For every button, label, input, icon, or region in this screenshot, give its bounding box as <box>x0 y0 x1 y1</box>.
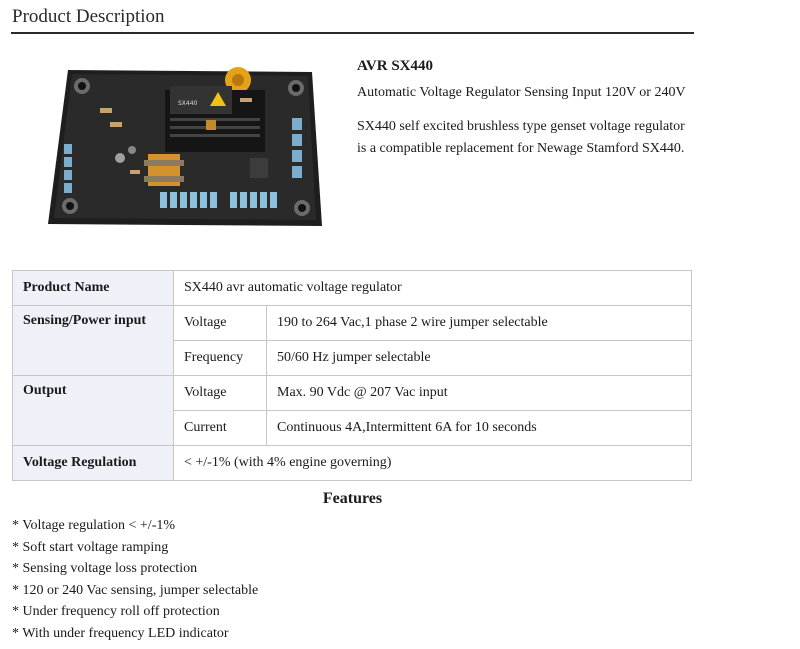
table-row: Current Continuous 4A,Intermittent 6A fo… <box>13 410 692 446</box>
cell-value: < +/-1% (with 4% engine governing) <box>173 445 692 481</box>
cell-value: Max. 90 Vdc @ 207 Vac input <box>266 375 692 411</box>
feature-item: * 120 or 240 Vac sensing, jumper selecta… <box>12 582 259 598</box>
cell-sublabel: Current <box>173 410 267 446</box>
table-row: Product Name SX440 avr automatic voltage… <box>12 270 692 306</box>
row-header: Voltage Regulation <box>12 445 174 481</box>
row-header: Output <box>12 375 174 446</box>
photo-label: SX440 <box>178 100 198 107</box>
features-list: * Voltage regulation < +/-1% * Soft star… <box>12 515 258 645</box>
title-divider <box>11 32 694 34</box>
product-model: AVR SX440 <box>357 58 433 74</box>
cell-value: 190 to 264 Vac,1 phase 2 wire jumper sel… <box>266 305 692 341</box>
feature-item: * With under frequency LED indicator <box>12 625 229 641</box>
cell-sublabel: Voltage <box>173 305 267 341</box>
feature-item: * Voltage regulation < +/-1% <box>12 518 176 533</box>
cell-value: Continuous 4A,Intermittent 6A for 10 sec… <box>266 410 692 446</box>
cell-sublabel: Voltage <box>173 375 267 411</box>
product-photo: SX440 <box>48 67 322 226</box>
spec-table: Product Name SX440 avr automatic voltage… <box>12 270 692 481</box>
product-summary: SX440 self excited brushless type genset… <box>357 119 685 156</box>
product-description: AVR SX440 Automatic Voltage Regulator Se… <box>357 55 687 172</box>
features-heading: Features <box>322 490 383 507</box>
product-subtitle: Automatic Voltage Regulator Sensing Inpu… <box>357 85 686 100</box>
table-row: Frequency 50/60 Hz jumper selectable <box>13 340 692 376</box>
row-header: Product Name <box>12 270 174 306</box>
table-row: Output Voltage Max. 90 Vdc @ 207 Vac inp… <box>12 375 692 446</box>
feature-item: * Under frequency roll off protection <box>12 604 220 620</box>
section-title: Product Description <box>12 6 165 27</box>
cell-sublabel: Frequency <box>173 340 267 376</box>
cell-value: SX440 avr automatic voltage regulator <box>173 270 692 306</box>
cell-value: 50/60 Hz jumper selectable <box>266 340 692 376</box>
table-row: Voltage Regulation < +/-1% (with 4% engi… <box>12 445 692 481</box>
feature-item: * Sensing voltage loss protection <box>12 561 198 577</box>
row-header: Sensing/Power input <box>12 305 174 376</box>
feature-item: * Soft start voltage ramping <box>12 539 169 555</box>
table-row: Sensing/Power input Voltage 190 to 264 V… <box>12 305 692 376</box>
